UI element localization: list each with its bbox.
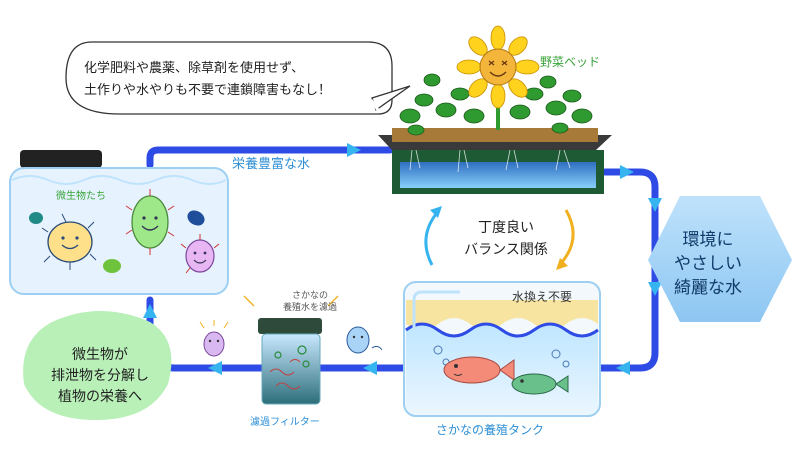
no-water-change-label: 水換え不要 [512, 290, 573, 304]
fish-tank [403, 281, 601, 417]
decompose-text: 微生物が 排泄物を分解し 植物の栄養へ [36, 345, 164, 408]
microbe-icon [41, 213, 97, 270]
hex-line-2: やさしい [674, 254, 742, 274]
nutrient-water-label: 栄養豊富な水 [232, 157, 311, 172]
decompose-line-3: 植物の栄養へ [58, 389, 142, 405]
microbe-icon [199, 320, 229, 357]
sunflower-icon [456, 25, 540, 130]
speech-text: 化学肥料や農薬、除草剤を使用せず、 土作りや水やりも不要で連鎖障害もなし！ [84, 58, 374, 102]
fish-tank-label: さかなの養殖タンク [436, 423, 545, 437]
balance-line-2: バランス関係 [464, 242, 548, 258]
decompose-line-1: 微生物が [72, 347, 128, 363]
balance-line-1: 丁度良い [478, 220, 534, 236]
microbe-tank [9, 150, 229, 295]
hex-line-1: 環境に [682, 230, 734, 250]
microbe-icon [346, 326, 383, 354]
filter-label: 濾過フィルター [250, 417, 320, 428]
speech-line-1: 化学肥料や農薬、除草剤を使用せず、 [84, 61, 305, 76]
filter-note-line-2: 養殖水を濾過 [282, 303, 337, 313]
speech-bubble [65, 41, 411, 115]
hex-line-3: 綺麗な水 [674, 278, 742, 298]
decompose-blob [23, 311, 172, 420]
plant-icon [399, 73, 593, 136]
filter-note: さかなの 養殖水を濾過 [250, 290, 370, 314]
speech-line-2: 土作りや水やりも不要で連鎖障害もなし！ [84, 83, 332, 98]
hexagon-text: 環境に やさしい 綺麗な水 [652, 228, 764, 300]
microbe-icon [125, 189, 175, 255]
decompose-line-2: 排泄物を分解し [51, 368, 149, 384]
cycle-arrows-icon [424, 206, 575, 270]
vegetable-bed [378, 25, 612, 194]
fish-icon [443, 356, 515, 384]
microbe-icon [180, 234, 220, 274]
filter-unit [243, 295, 339, 405]
balance-text: 丁度良い バランス関係 [456, 217, 556, 261]
hexagon-clean-water [648, 196, 792, 322]
fish-icon [511, 373, 569, 395]
vegetable-bed-label: 野菜ベッド [540, 55, 601, 69]
filter-note-line-1: さかなの [291, 291, 328, 301]
microbes-label: 微生物たち [56, 191, 106, 202]
